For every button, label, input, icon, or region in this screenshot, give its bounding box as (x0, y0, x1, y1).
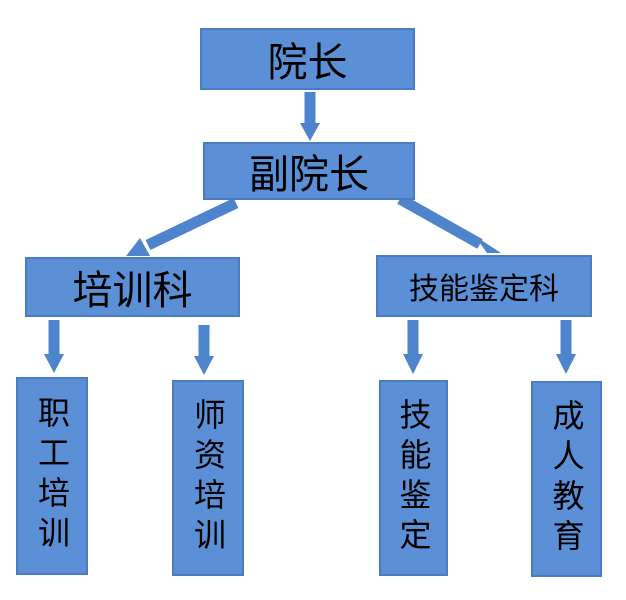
arrow-dean-to-vice-dean (300, 92, 320, 141)
node-training-dept: 培训科 (25, 257, 240, 317)
node-adult-education: 成人教育 (531, 381, 602, 577)
node-skill-dept-label: 技能鉴定科 (409, 272, 559, 307)
node-vice-dean-label: 副院长 (249, 152, 369, 198)
arrow-training-to-teacher (194, 325, 214, 375)
node-adult-education-label: 成人教育 (547, 399, 586, 559)
arrow-skill-to-adult (556, 320, 576, 374)
arrow-skill-to-assessment (403, 320, 423, 374)
node-teacher-training-label: 师资培训 (189, 398, 227, 558)
node-skill-assessment: 技能鉴定 (379, 380, 448, 576)
arrow-vice-dean-to-training-dept (126, 198, 239, 256)
arrow-vice-dean-to-skill-dept (397, 194, 501, 253)
node-staff-training-label: 职工培训 (33, 396, 71, 556)
node-staff-training: 职工培训 (16, 377, 88, 575)
node-dean: 院长 (200, 28, 415, 90)
node-dean-label: 院长 (267, 40, 348, 86)
node-vice-dean: 副院长 (203, 142, 415, 200)
arrow-training-to-staff (44, 320, 64, 373)
node-teacher-training: 师资培训 (172, 380, 244, 576)
node-training-dept-label: 培训科 (72, 268, 193, 314)
node-skill-assessment-label: 技能鉴定 (394, 398, 433, 558)
node-skill-dept: 技能鉴定科 (376, 255, 592, 317)
